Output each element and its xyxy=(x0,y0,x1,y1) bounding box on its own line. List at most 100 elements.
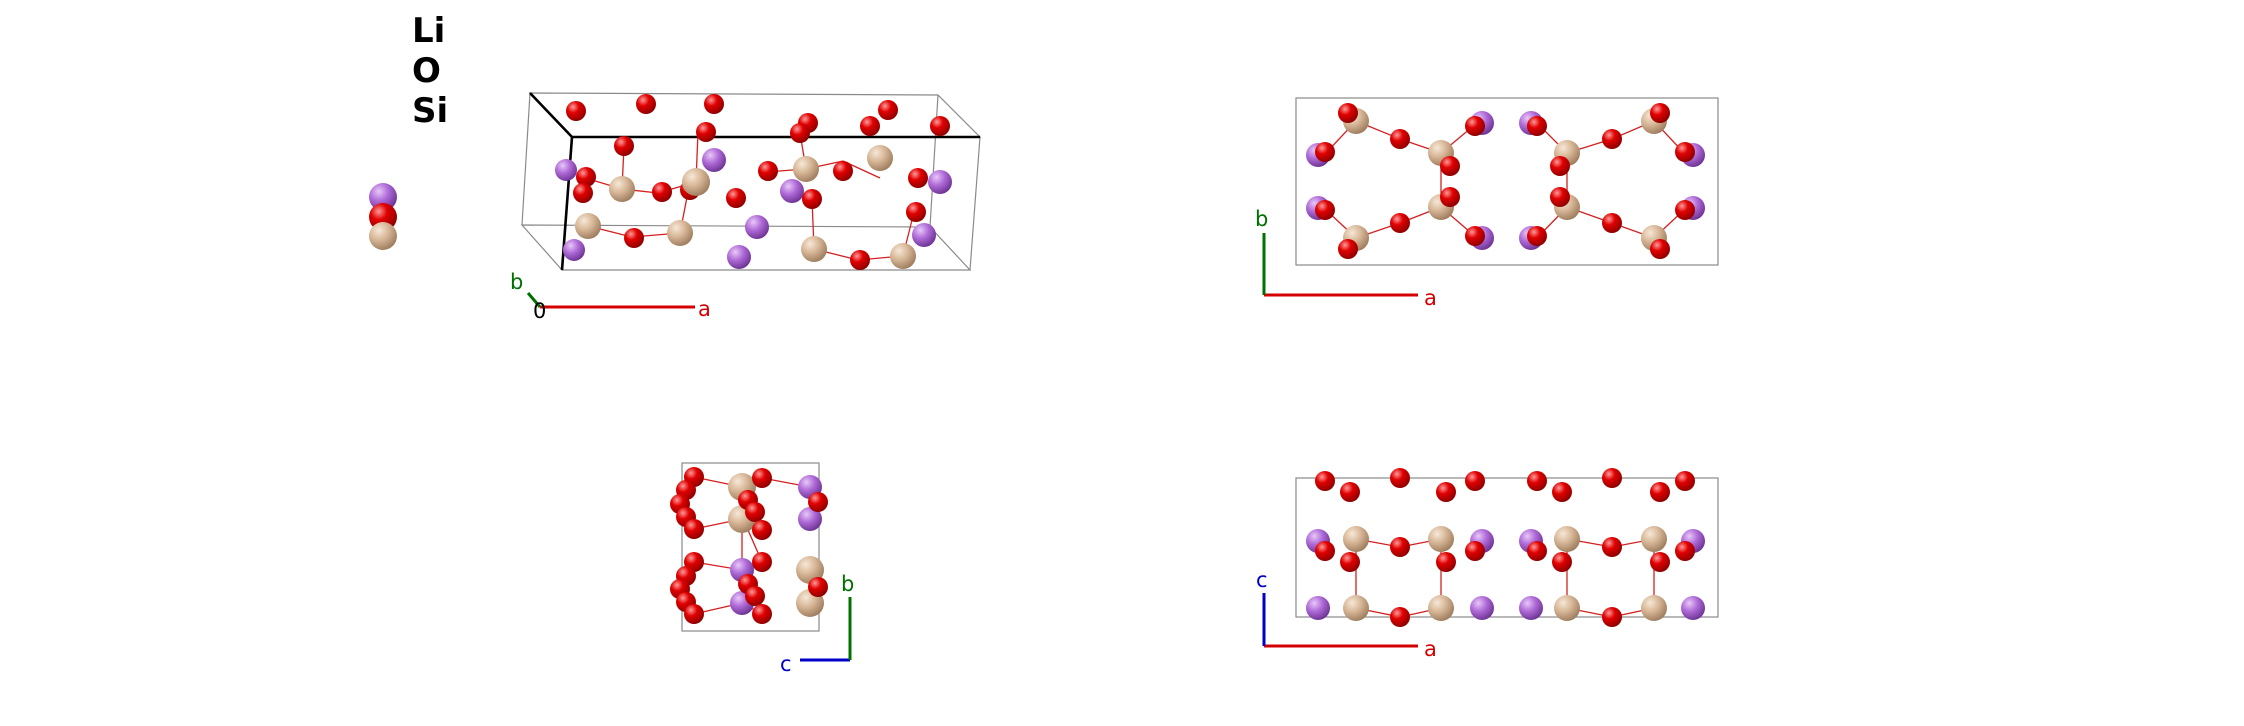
atom-o xyxy=(1465,116,1485,136)
axis-label-c: c xyxy=(1256,568,1268,592)
atom-si xyxy=(682,168,710,196)
atom-o xyxy=(860,116,880,136)
atom-si xyxy=(1641,595,1667,621)
atom-o xyxy=(833,161,853,181)
atom-si xyxy=(1343,595,1369,621)
view-ab-projection: a b xyxy=(1255,97,1719,310)
atom-o xyxy=(1390,607,1410,627)
atom-o xyxy=(1675,471,1695,491)
atom-li xyxy=(745,215,769,239)
axis-label-a: a xyxy=(1424,637,1437,661)
atom-o xyxy=(1465,541,1485,561)
atom-o xyxy=(1338,239,1358,259)
atom-o xyxy=(1650,103,1670,123)
atom-o xyxy=(1550,156,1570,176)
atoms-ab xyxy=(1306,103,1705,259)
atom-o xyxy=(1675,142,1695,162)
atom-li xyxy=(1681,596,1705,620)
atom-li xyxy=(798,507,822,531)
atom-si xyxy=(890,243,916,269)
view-perspective: a b 0 xyxy=(510,92,982,323)
atom-si xyxy=(867,145,893,171)
atom-si xyxy=(609,176,635,202)
axis-label-c: c xyxy=(780,652,792,676)
atom-o xyxy=(576,167,596,187)
axes-ab: a b xyxy=(1255,207,1437,310)
atom-o xyxy=(906,202,926,222)
atom-li xyxy=(1306,596,1330,620)
atom-si xyxy=(793,156,819,182)
atom-si xyxy=(667,220,693,246)
atom-o xyxy=(1675,200,1695,220)
atom-o xyxy=(752,468,772,488)
atom-o xyxy=(1465,226,1485,246)
axes-perspective: a b 0 xyxy=(510,270,711,323)
atom-li xyxy=(555,159,577,181)
atom-o xyxy=(1390,213,1410,233)
unit-cell-ac xyxy=(1295,477,1719,618)
atom-o xyxy=(1552,552,1572,572)
atom-o xyxy=(850,250,870,270)
atom-o xyxy=(652,182,672,202)
atom-li xyxy=(563,239,585,261)
atom-o xyxy=(1602,607,1622,627)
atom-o xyxy=(1650,552,1670,572)
legend-label-o: O xyxy=(412,51,441,91)
atom-o xyxy=(1550,187,1570,207)
atom-o xyxy=(1527,226,1547,246)
atom-o xyxy=(1602,213,1622,233)
atom-o xyxy=(878,100,898,120)
atom-o xyxy=(1602,537,1622,557)
atom-o xyxy=(566,101,586,121)
atom-o xyxy=(573,183,593,203)
unit-cell-cb xyxy=(681,462,820,632)
atom-o xyxy=(1390,129,1410,149)
atom-si xyxy=(575,213,601,239)
atom-o xyxy=(704,94,724,114)
atom-o xyxy=(1390,468,1410,488)
atom-li xyxy=(1470,596,1494,620)
atom-o xyxy=(745,586,765,606)
atom-o xyxy=(802,189,822,209)
atom-o xyxy=(614,136,634,156)
atom-o xyxy=(790,123,810,143)
atoms-cb xyxy=(670,467,828,624)
axis-label-b: b xyxy=(841,572,854,596)
atom-o xyxy=(636,94,656,114)
atom-o xyxy=(1440,187,1460,207)
atom-si xyxy=(801,236,827,262)
atom-si xyxy=(1554,595,1580,621)
atom-o xyxy=(684,604,704,624)
axis-label-b: b xyxy=(1255,207,1268,231)
axis-label-a: a xyxy=(698,297,711,321)
atom-o xyxy=(1340,552,1360,572)
atom-o xyxy=(752,520,772,540)
atom-li xyxy=(1519,596,1543,620)
atom-o xyxy=(1436,482,1456,502)
atom-o xyxy=(808,492,828,512)
axis-label-b: b xyxy=(510,270,523,294)
legend-label-si: Si xyxy=(412,91,448,131)
axis-label-a: a xyxy=(1424,286,1437,310)
atom-si xyxy=(796,556,824,584)
atom-o xyxy=(1315,200,1335,220)
view-ac-projection: a c xyxy=(1256,468,1719,661)
bonds-ab xyxy=(1324,120,1686,239)
atom-o xyxy=(1315,142,1335,162)
legend-atom-si xyxy=(369,222,397,250)
atom-o xyxy=(1440,156,1460,176)
atom-si xyxy=(1428,595,1454,621)
legend-label-li: Li xyxy=(412,11,445,51)
atom-o xyxy=(1650,482,1670,502)
atom-li xyxy=(702,148,726,172)
atom-li xyxy=(780,179,804,203)
atom-o xyxy=(726,188,746,208)
atom-o xyxy=(1675,541,1695,561)
axes-ac: a c xyxy=(1256,568,1437,661)
atom-o xyxy=(624,228,644,248)
atom-o xyxy=(1527,471,1547,491)
atoms-ac xyxy=(1306,468,1705,627)
atom-o xyxy=(1527,116,1547,136)
atom-o xyxy=(908,168,928,188)
